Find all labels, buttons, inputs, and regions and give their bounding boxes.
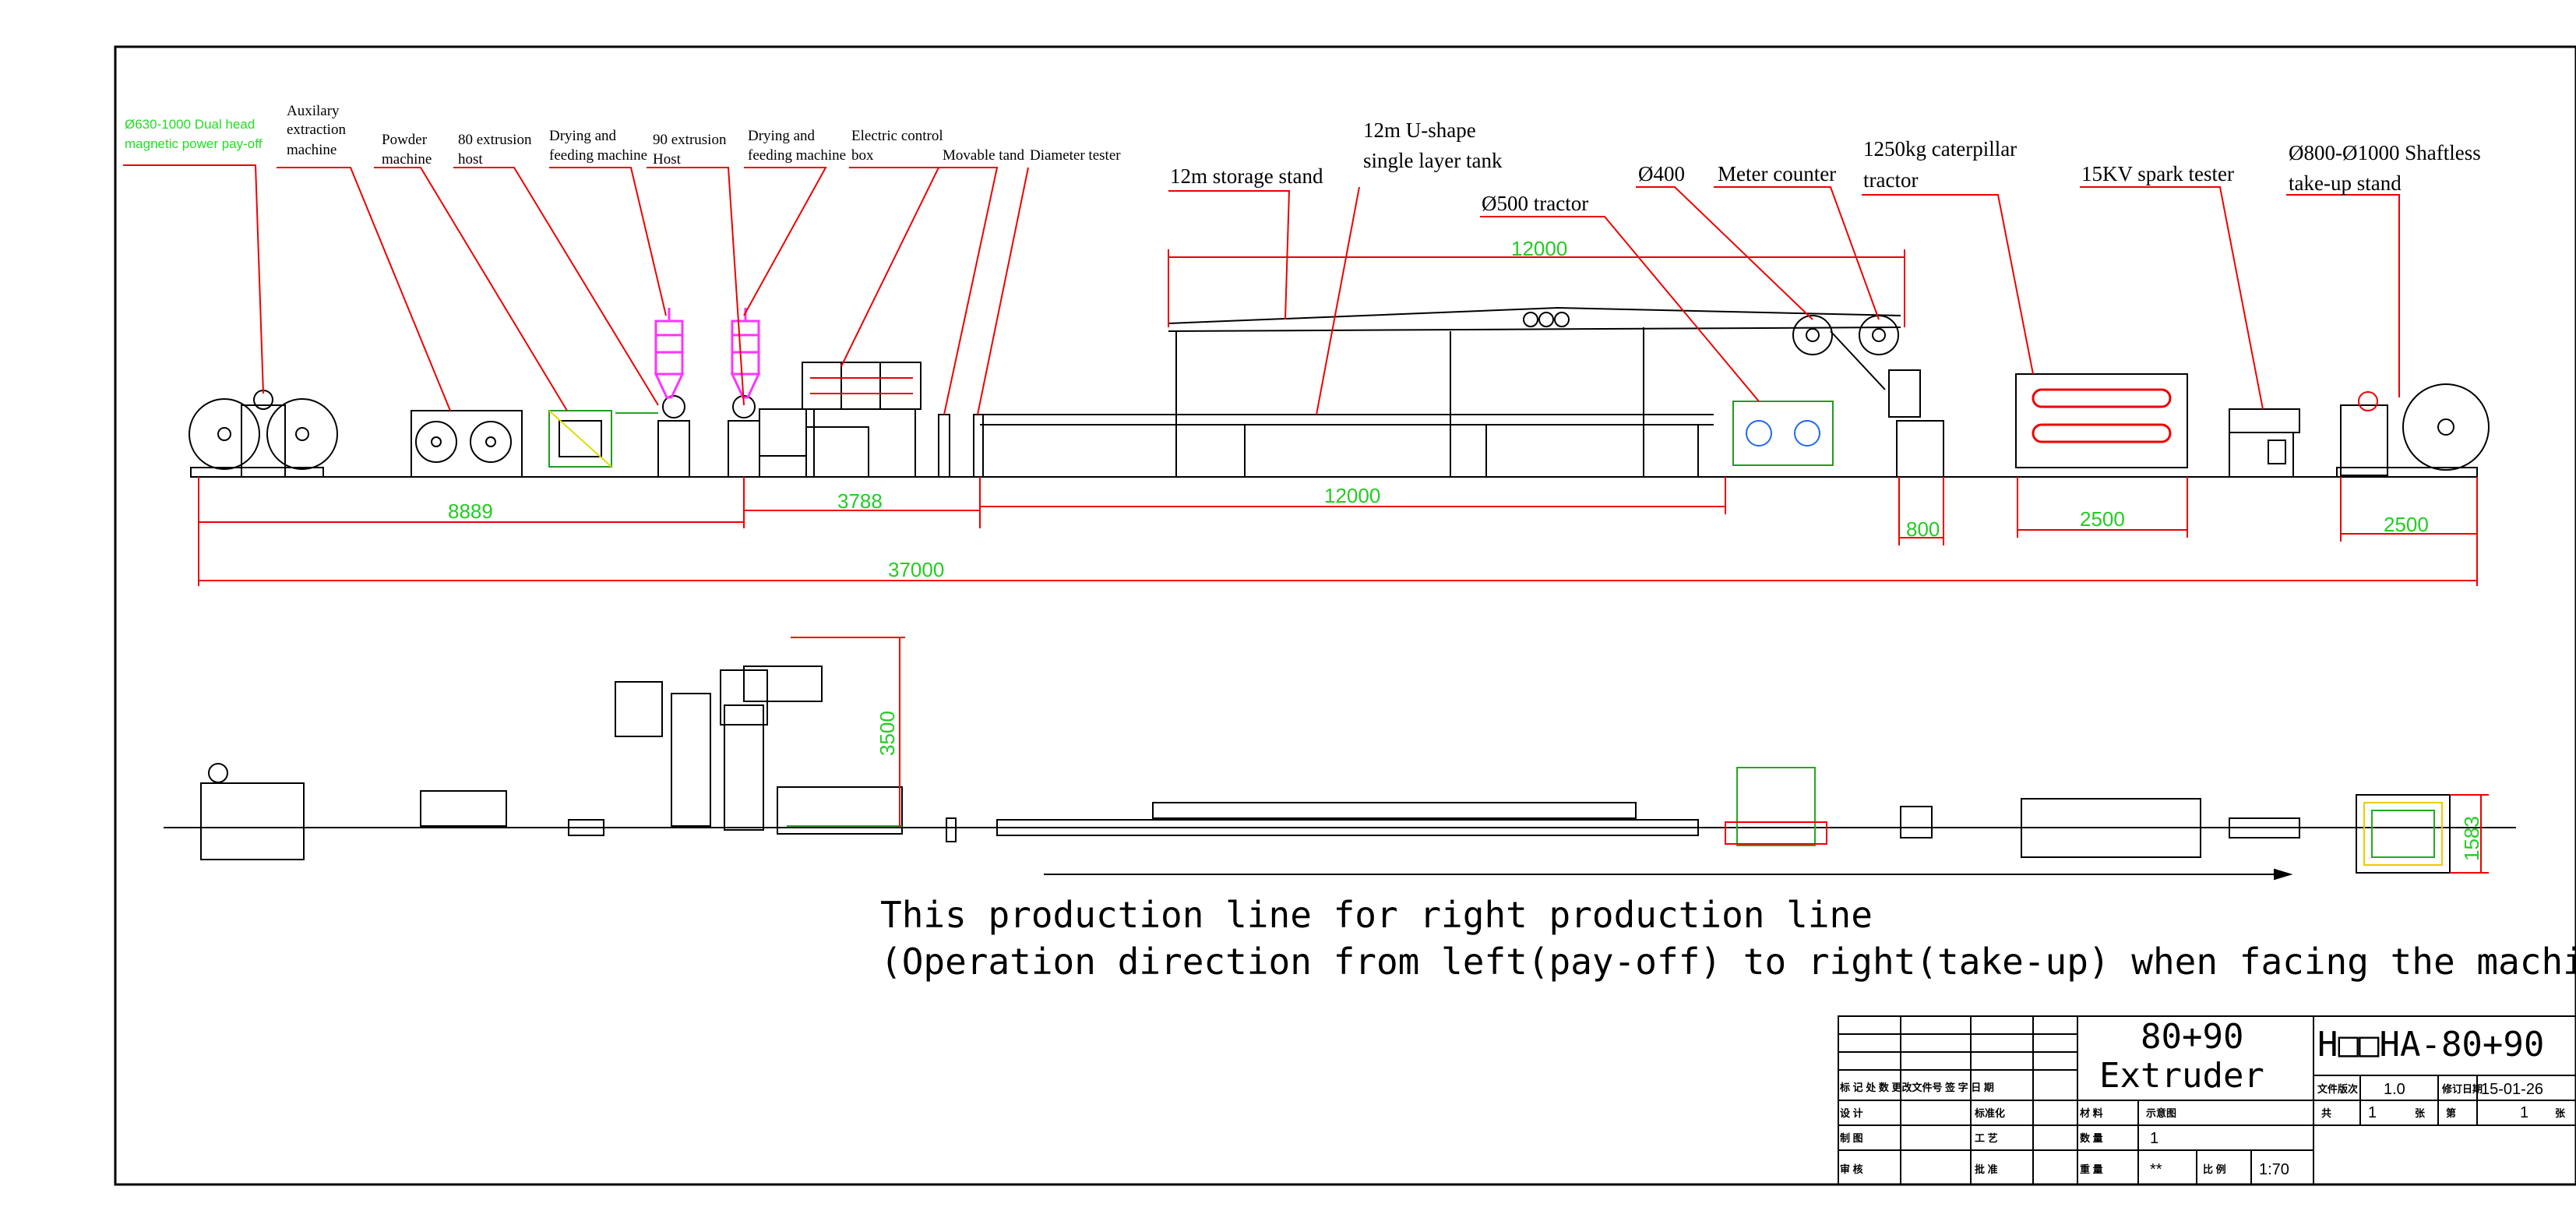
svg-text:Ø400: Ø400 xyxy=(1638,162,1685,185)
svg-text:Powder: Powder xyxy=(382,132,428,148)
svg-text:1: 1 xyxy=(2150,1130,2158,1147)
dim-3500: 3500 xyxy=(876,711,899,756)
svg-text:host: host xyxy=(458,151,483,168)
svg-text:12m U-shape: 12m U-shape xyxy=(1363,118,1476,142)
svg-text:张: 张 xyxy=(2555,1107,2566,1119)
dimension-lines-top xyxy=(198,249,2478,586)
svg-text:Ø630-1000 Dual head: Ø630-1000 Dual head xyxy=(125,117,255,132)
title-block-text: 80+90 Extruder H□□HA-80+90 文件版次 1.0 修订日期… xyxy=(1839,1017,2566,1178)
svg-text:80+90: 80+90 xyxy=(2141,1017,2243,1057)
svg-text:single layer tank: single layer tank xyxy=(1363,149,1503,172)
svg-text:Meter counter: Meter counter xyxy=(1718,162,1836,185)
note-line-1: This production line for right productio… xyxy=(880,894,1873,936)
svg-text:Ø500 tractor: Ø500 tractor xyxy=(1482,192,1588,215)
svg-text:machine: machine xyxy=(382,151,432,168)
svg-text:重 量: 重 量 xyxy=(2080,1163,2103,1175)
dryer-1 xyxy=(654,308,685,399)
svg-text:材 料: 材 料 xyxy=(2080,1107,2103,1119)
svg-text:设 计: 设 计 xyxy=(1840,1107,1863,1119)
takeup-stand xyxy=(2336,383,2490,478)
u-shape-tank xyxy=(980,414,1714,477)
svg-text:2500: 2500 xyxy=(2080,507,2125,531)
svg-text:feeding machine: feeding machine xyxy=(748,147,846,164)
storage-stand xyxy=(1168,306,1901,477)
svg-text:Drying and: Drying and xyxy=(549,128,617,144)
svg-text:take-up stand: take-up stand xyxy=(2289,171,2402,195)
sheet-border xyxy=(114,45,2576,1186)
tractor-500 xyxy=(1732,401,1834,466)
dryer-2 xyxy=(730,308,761,399)
svg-text:12m storage stand: 12m storage stand xyxy=(1170,164,1323,188)
dimension-lines-plan xyxy=(791,637,2489,874)
movable-stand xyxy=(938,414,950,478)
powder-machine xyxy=(548,410,612,468)
svg-text:修订日期: 修订日期 xyxy=(2441,1083,2483,1095)
svg-text:machine: machine xyxy=(287,142,337,158)
svg-text:Diameter tester: Diameter tester xyxy=(1030,147,1121,164)
svg-text:审 核: 审 核 xyxy=(1840,1163,1863,1175)
svg-text:Host: Host xyxy=(653,151,682,168)
svg-text:tractor: tractor xyxy=(1863,168,1918,192)
svg-text:feeding machine: feeding machine xyxy=(549,147,647,164)
note-line-2: (Operation direction from left(pay-off) … xyxy=(880,941,2576,983)
svg-text:extraction: extraction xyxy=(287,122,346,138)
host-90 xyxy=(728,395,869,478)
svg-text:Auxilary: Auxilary xyxy=(287,103,340,119)
dimension-texts-top: 12000 8889 3788 12000 800 2500 2500 3700… xyxy=(448,237,2429,581)
svg-text:工 艺: 工 艺 xyxy=(1975,1132,1998,1144)
component-labels: Ø630-1000 Dual head magnetic power pay-o… xyxy=(125,103,2481,215)
svg-text:**: ** xyxy=(2150,1161,2162,1178)
wheel-400 xyxy=(1792,315,1899,390)
aux-extraction-machine xyxy=(411,410,523,478)
svg-text:1:70: 1:70 xyxy=(2259,1161,2289,1178)
electric-control-box xyxy=(802,362,922,478)
svg-text:第: 第 xyxy=(2446,1107,2456,1119)
svg-text:批 准: 批 准 xyxy=(1975,1163,1998,1175)
svg-text:3788: 3788 xyxy=(837,489,883,513)
svg-text:制 图: 制 图 xyxy=(1840,1132,1863,1144)
caterpillar-tractor xyxy=(2015,373,2188,468)
dim-1583: 1583 xyxy=(2460,816,2483,861)
svg-text:Electric control: Electric control xyxy=(851,128,943,144)
svg-text:比 例: 比 例 xyxy=(2203,1163,2226,1175)
svg-text:15KV spark tester: 15KV spark tester xyxy=(2081,162,2234,185)
svg-text:800: 800 xyxy=(1906,517,1940,541)
svg-text:Movable tand: Movable tand xyxy=(943,147,1025,164)
svg-text:37000: 37000 xyxy=(888,558,944,581)
svg-text:1250kg caterpillar: 1250kg caterpillar xyxy=(1863,137,2017,161)
svg-text:1: 1 xyxy=(2520,1104,2528,1121)
host-80 xyxy=(615,395,690,478)
svg-text:H□□HA-80+90: H□□HA-80+90 xyxy=(2317,1025,2544,1064)
svg-text:Ø800-Ø1000 Shaftless: Ø800-Ø1000 Shaftless xyxy=(2289,141,2481,164)
svg-text:magnetic power pay-off: magnetic power pay-off xyxy=(125,136,263,151)
leader-lines xyxy=(123,164,2400,415)
svg-text:文件版次: 文件版次 xyxy=(2317,1083,2358,1095)
svg-text:共: 共 xyxy=(2321,1107,2331,1119)
svg-text:8889: 8889 xyxy=(448,500,493,523)
svg-text:80 extrusion: 80 extrusion xyxy=(458,132,532,148)
meter-counter xyxy=(1888,369,1944,478)
payoff-machine xyxy=(189,390,338,478)
svg-text:标 记 处 数 更改文件号 签 字 日 期: 标 记 处 数 更改文件号 签 字 日 期 xyxy=(1839,1082,1994,1093)
spark-tester xyxy=(2229,408,2300,478)
elevation-view xyxy=(189,306,2490,478)
svg-text:box: box xyxy=(851,147,874,164)
svg-text:Extruder: Extruder xyxy=(2099,1056,2264,1096)
svg-text:张: 张 xyxy=(2415,1107,2426,1119)
svg-text:12000: 12000 xyxy=(1324,484,1380,507)
svg-text:1.0: 1.0 xyxy=(2384,1081,2405,1098)
plan-view xyxy=(164,665,2516,881)
svg-text:15-01-26: 15-01-26 xyxy=(2481,1081,2543,1098)
svg-text:1: 1 xyxy=(2368,1104,2377,1121)
title-block xyxy=(1838,1015,2576,1185)
svg-text:Drying and: Drying and xyxy=(748,128,816,144)
svg-text:示意图: 示意图 xyxy=(2146,1107,2176,1119)
svg-text:数 量: 数 量 xyxy=(2080,1132,2103,1144)
svg-text:90 extrusion: 90 extrusion xyxy=(653,132,727,148)
svg-text:标准化: 标准化 xyxy=(1974,1107,2005,1119)
svg-text:2500: 2500 xyxy=(2384,513,2429,536)
svg-text:12000: 12000 xyxy=(1511,237,1567,260)
